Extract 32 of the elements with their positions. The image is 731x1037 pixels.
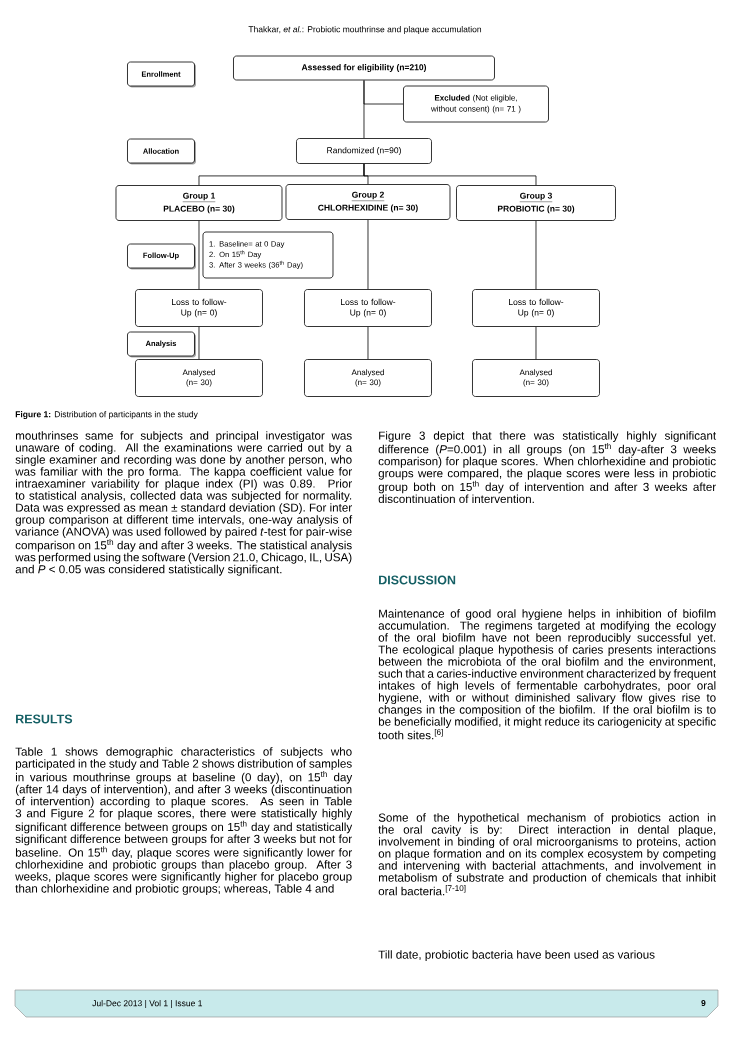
footer-text: Jul-Dec 2013 | Vol 1 | Issue 1: [92, 1000, 202, 1008]
body-paragraph: mouthrinses same for subjects and principal investigator was unaware of coding. All the examinations were carried out by a single examiner and recording was done by another person, who was familiar with the pro forma. The kappa coefficient value for intraexaminer variability for plaque index (PI) was 0.89. Prior to statistical analysis, collected data was subjected for normality. Data was expressed as mean ± standard deviation (SD). For inter group comparison at different time intervals, one-way analysis of variance (ANOVA) was used followed by paired t-test for pair-wise comparison on 15$^{th}$ day and after 3 weeks. The statistical analysis was performed using the software (Version 21.0, Chicago, IL, USA) and P < 0.05 was considered statistically significant.: [15, 431, 353, 576]
page-number: 9: [701, 1000, 706, 1006]
process-box: Loss to follow-Up (n= 0): [472, 289, 600, 327]
process-box: Randomized (n=90): [296, 138, 432, 164]
process-box: Loss to follow-Up (n= 0): [135, 289, 263, 327]
section-heading: RESULTS: [16, 714, 73, 724]
body-paragraph: Maintenance of good oral hygiene helps in inhibition of biofilm accumulation. The regimens targeted at modifying the ecology of the oral biofilm have not been reproducibly successful yet. The ecological plaque hypothesis of caries presents interactions between the microbiota of the oral biofilm and the environment, such that a caries-inductive environment characterized by frequent intakes of high levels of fermentable carbohydrates, poor oral hygiene, with or without diminished salivary flow gives rise to changes in the composition of the biofilm. If the oral biofilm is to be beneficially modified, it might reduce its cariogenicity at specific tooth sites.$^{[6]}$: [378, 609, 717, 740]
body-paragraph: Till date, probiotic bacteria have been used as various: [378, 950, 655, 961]
exclusion-box: Excluded (Not eligible, without consent) (n= 71 ): [403, 85, 549, 123]
body-paragraph: Some of the hypothetical mechanism of probiotics action in the oral cavity is by: Direct interaction in dental plaque, involvement in binding of oral microorganisms to proteins, action on plaque formation and on its complex ecosystem by competing and intervening with bacterial attachments, and involvement in metabolism of substrate and production of chemicals that inhibit oral bacteria.$^{[7-10]}$: [378, 813, 717, 896]
section-heading: DISCUSSION: [379, 575, 456, 585]
connector-line: [363, 80, 404, 105]
process-box: Analysed (n= 30): [304, 359, 432, 397]
process-box: Analysed (n= 30): [135, 359, 263, 397]
connector-line: [367, 219, 369, 290]
process-box: Analysed (n= 30): [472, 359, 600, 397]
connector-line: [535, 220, 537, 290]
process-box: Assessed for eligibility (n=210): [233, 55, 495, 81]
connector-line: [535, 326, 537, 360]
connector-line: [367, 326, 369, 360]
figure-caption: Figure 1: Distribution of participants in the study: [15, 411, 198, 419]
connector-line: [198, 220, 200, 290]
body-paragraph: Figure 3 depict that there was statistically highly significant difference (P=0.001) in all groups (on 15$^{th}$ day-after 3 weeks comparison) for plaque scores. When chlorhexidine and probiotic groups were compared, the plaque scores were less in probiotic group both on 15$^{th}$ day of intervention and after 3 weeks after discontinuation of intervention.: [378, 431, 717, 503]
connector-line: [198, 326, 200, 360]
connector-line: [363, 163, 537, 186]
running-header: Thakkar, et al.: Probiotic mouthrinse and plaque accumulation: [248, 26, 481, 34]
process-box: Loss to follow-Up (n= 0): [304, 289, 432, 327]
group-box: Group 3 PROBIOTIC (n= 30): [456, 185, 616, 221]
group-box: Group 2 CHLORHEXIDINE (n= 30): [285, 184, 451, 220]
group-box: Group 1 PLACEBO (n= 30): [115, 185, 283, 221]
body-paragraph: Table 1 shows demographic characteristics of subjects who participated in the study and Table 2 shows distribution of samples in various mouthrinse groups at baseline (0 day), on 15$^{th}$ day (after 14 days of intervention), and after 3 weeks (discontinuation of intervention) according to plaque scores. As seen in Table 3 and Figure 2 for plaque scores, there were statistically highly significant difference between groups on 15$^{th}$ day and statistically significant difference between groups for after 3 weeks but not for baseline. On 15$^{th}$ day, plaque scores were significantly lower for chlorhexidine and probiotic groups than placebo group. After 3 weeks, plaque scores were significantly higher for placebo group than chlorhexidine and probiotic groups; whereas, Table 4 and: [15, 747, 353, 895]
